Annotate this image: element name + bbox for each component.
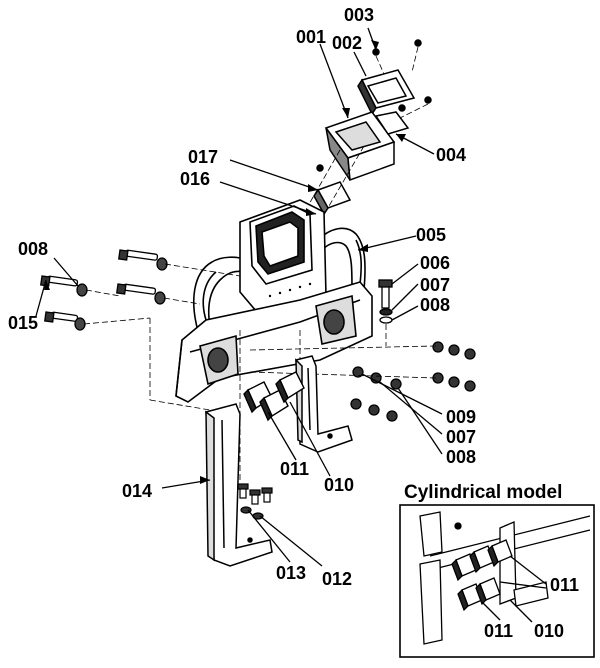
label-015: 015 (8, 313, 39, 333)
label-005: 005 (416, 225, 447, 245)
label-008-left: 008 (18, 239, 49, 259)
label-016: 016 (180, 169, 211, 189)
console-bracket-part (374, 111, 410, 135)
label-011: 011 (280, 459, 310, 479)
label-013: 013 (276, 563, 307, 583)
label-009: 009 (446, 407, 477, 427)
label-004: 004 (436, 145, 467, 165)
label-002: 002 (332, 33, 363, 53)
label-003: 003 (344, 5, 375, 25)
label-007-right: 007 (420, 275, 451, 295)
label-006: 006 (420, 253, 451, 273)
cylindrical-model-inset (399, 504, 595, 658)
label-008-lower: 008 (446, 447, 477, 467)
inset-label-011-bottom: 011 (484, 621, 514, 641)
main-frame-005 (175, 199, 373, 403)
label-007-lower: 007 (446, 427, 477, 447)
inset-label-011-right: 011 (550, 575, 580, 595)
left-bolts (40, 249, 168, 331)
label-008-right: 008 (420, 295, 451, 315)
label-010: 010 (324, 475, 355, 495)
inset-title: Cylindrical model (404, 482, 563, 503)
label-012: 012 (322, 569, 353, 589)
label-014: 014 (122, 481, 153, 501)
right-bolt-washers (350, 279, 476, 422)
inset-label-010: 010 (534, 621, 565, 641)
label-017: 017 (188, 147, 219, 167)
display-screen-part (357, 69, 416, 116)
label-001: 001 (296, 27, 327, 47)
leader-arrowheads (44, 40, 406, 484)
screws-012-013 (237, 483, 273, 520)
console-alignment-lines (299, 46, 429, 221)
main-alignment-lines (83, 263, 437, 480)
dampers-010-011 (243, 371, 305, 422)
